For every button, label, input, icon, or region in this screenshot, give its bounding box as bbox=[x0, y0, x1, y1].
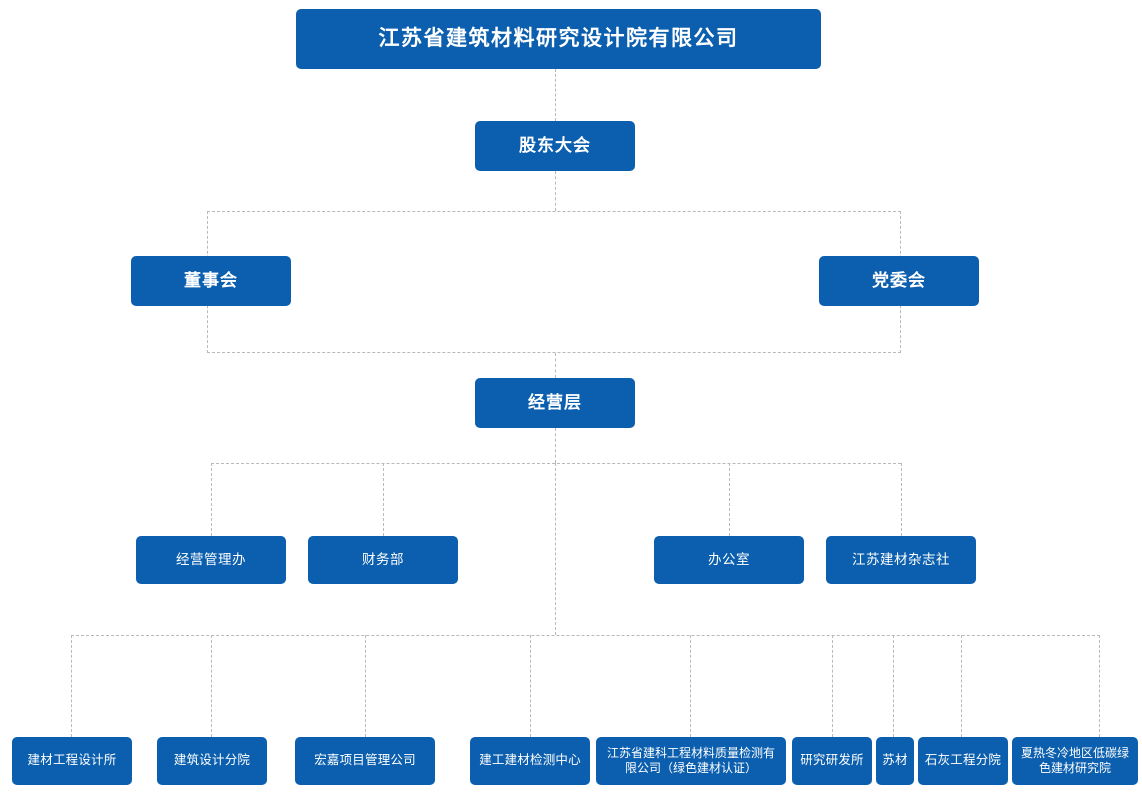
node-unit-jiangsu-jianke-materials-quality-testing[interactable]: 江苏省建科工程材料质量检测有限公司（绿色建材认证） bbox=[596, 737, 786, 785]
connector-departments-bus bbox=[211, 463, 901, 464]
connector-management-down bbox=[555, 428, 556, 463]
connector-root-to-shareholders bbox=[555, 69, 556, 121]
node-root[interactable]: 江苏省建筑材料研究设计院有限公司 bbox=[296, 9, 821, 69]
node-dept-administration[interactable]: 办公室 bbox=[654, 536, 804, 584]
connector-management-to-units bbox=[555, 463, 556, 635]
node-dept-jiangsu-building-materials-magazine[interactable]: 江苏建材杂志社 bbox=[826, 536, 976, 584]
node-unit-sucai[interactable]: 苏材 bbox=[876, 737, 914, 785]
node-unit-research-and-development-institute[interactable]: 研究研发所 bbox=[792, 737, 872, 785]
connector-unit-7-drop bbox=[893, 635, 894, 737]
connector-dept-3-drop bbox=[729, 463, 730, 536]
connector-level3-box bbox=[207, 211, 901, 353]
connector-unit-4-drop bbox=[530, 635, 531, 737]
connector-unit-5-drop bbox=[690, 635, 691, 737]
node-unit-lime-engineering-branch[interactable]: 石灰工程分院 bbox=[918, 737, 1008, 785]
connector-unit-6-drop bbox=[832, 635, 833, 737]
node-party-committee[interactable]: 党委会 bbox=[819, 256, 979, 306]
connector-dept-4-drop bbox=[901, 463, 902, 536]
node-dept-finance[interactable]: 财务部 bbox=[308, 536, 458, 584]
connector-dept-2-drop bbox=[383, 463, 384, 536]
connector-unit-2-drop bbox=[211, 635, 212, 737]
connector-unit-9-drop bbox=[1099, 635, 1100, 737]
connector-unit-1-drop bbox=[71, 635, 72, 737]
connector-unit-3-drop bbox=[365, 635, 366, 737]
node-unit-architectural-design-branch[interactable]: 建筑设计分院 bbox=[157, 737, 267, 785]
connector-shareholders-down bbox=[555, 171, 556, 211]
node-dept-operations-office[interactable]: 经营管理办 bbox=[136, 536, 286, 584]
node-board[interactable]: 董事会 bbox=[131, 256, 291, 306]
node-unit-building-materials-engineering-design-institute[interactable]: 建材工程设计所 bbox=[12, 737, 132, 785]
node-unit-low-carbon-green-building-materials-research-institute[interactable]: 夏热冬冷地区低碳绿色建材研究院 bbox=[1012, 737, 1138, 785]
node-unit-construction-materials-testing-center[interactable]: 建工建材检测中心 bbox=[470, 737, 590, 785]
connector-dept-1-drop bbox=[211, 463, 212, 536]
node-management[interactable]: 经营层 bbox=[475, 378, 635, 428]
node-shareholders[interactable]: 股东大会 bbox=[475, 121, 635, 171]
connector-level3-to-management bbox=[555, 353, 556, 378]
connector-units-bus bbox=[71, 635, 1100, 636]
connector-unit-8-drop bbox=[961, 635, 962, 737]
node-unit-hongjia-project-management-company[interactable]: 宏嘉项目管理公司 bbox=[295, 737, 435, 785]
